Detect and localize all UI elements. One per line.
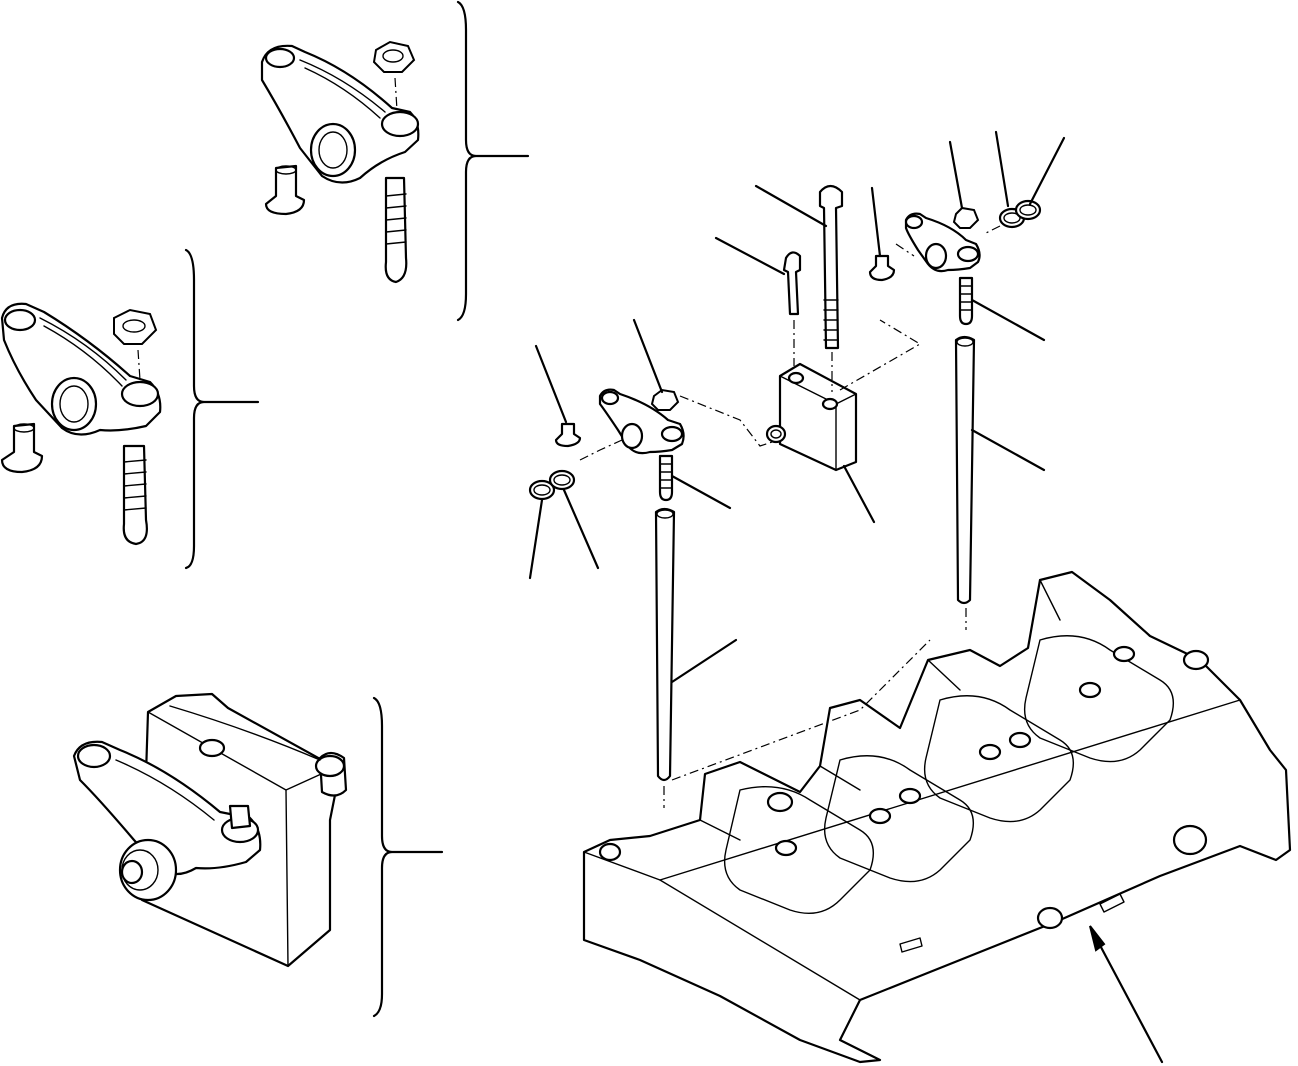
exploded-rocker-set-left <box>528 388 785 808</box>
nut-icon <box>113 308 158 345</box>
nut-icon <box>952 206 980 229</box>
o-ring-icon <box>548 469 576 491</box>
cylinder-head <box>582 570 1292 1064</box>
bolt-icon <box>782 251 802 316</box>
push-rod-icon <box>654 507 676 782</box>
rocker-shaft-support <box>765 184 922 472</box>
bolt-icon <box>0 422 44 474</box>
adjusting-screw-icon <box>122 444 148 546</box>
bolt-icon <box>818 184 844 350</box>
detail-rocker-arm-left <box>0 248 260 570</box>
detail-rocker-arm-top <box>260 0 530 322</box>
push-rod-icon <box>954 335 976 605</box>
adjusting-screw-icon <box>384 176 408 284</box>
detail-assembled-rocker <box>72 692 444 1018</box>
leader-lines <box>528 130 1164 1064</box>
exploded-rocker-set-right <box>895 199 1042 630</box>
o-ring-icon <box>1014 199 1042 221</box>
bolt-icon <box>264 164 306 216</box>
arrow-icon <box>1089 925 1106 952</box>
nut-icon <box>372 40 416 73</box>
nut-icon <box>650 388 680 411</box>
